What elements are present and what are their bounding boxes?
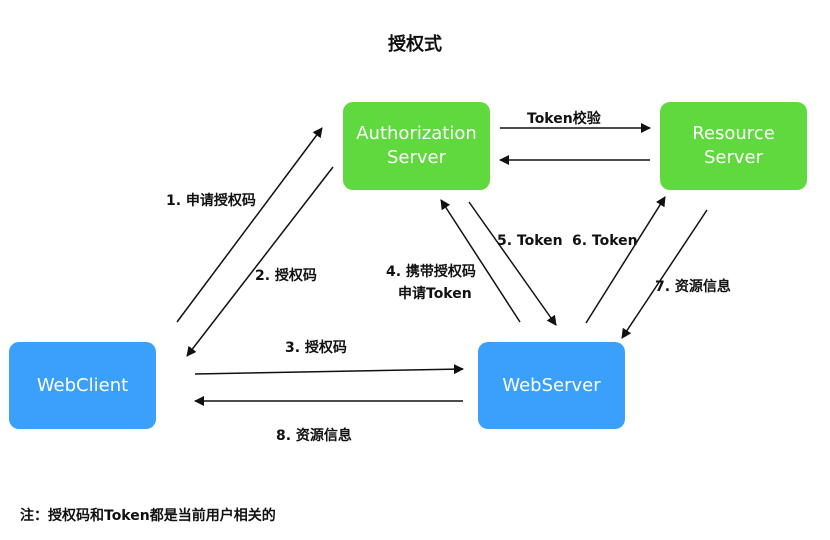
edge-6-arrow	[585, 196, 666, 324]
authorization-server-label-line1: Authorization	[356, 123, 477, 144]
edge-5-arrow	[468, 201, 557, 326]
edge-7-arrow	[621, 209, 708, 339]
diagram-title: 授权式	[388, 34, 442, 55]
webclient-node: WebClient	[9, 342, 156, 429]
edge-4-label-line2: 申请Token	[398, 286, 472, 302]
edge-8-label: 8. 资源信息	[276, 428, 352, 444]
authorization-server-node: Authorization Server	[343, 102, 490, 190]
edge-1-arrow	[176, 127, 323, 323]
footnote: 注：授权码和Token都是当前用户相关的	[20, 508, 276, 524]
edge-2-label: 2. 授权码	[255, 268, 317, 284]
edge-5-label: 5. Token	[497, 233, 563, 249]
edge-4-arrow	[440, 199, 521, 323]
resource-server-label-line1: Resource	[692, 123, 775, 144]
webserver-node: WebServer	[478, 342, 625, 429]
webclient-label: WebClient	[36, 374, 129, 396]
resource-server-label-line2: Server	[703, 147, 764, 168]
edge-3-arrow	[194, 364, 464, 375]
token-check-label: Token校验	[527, 111, 601, 127]
edge-7-label: 7. 资源信息	[655, 279, 731, 295]
resource-server-node: Resource Server	[660, 102, 807, 190]
edge-4-label-line1: 4. 携带授权码	[386, 264, 476, 280]
edge-1-label: 1. 申请授权码	[166, 193, 256, 209]
authorization-server-label-line2: Server	[386, 147, 447, 168]
edge-2-arrow	[186, 166, 334, 357]
webserver-label: WebServer	[502, 374, 601, 396]
edge-3-label: 3. 授权码	[285, 340, 347, 356]
edge-6-label: 6. Token	[572, 233, 638, 249]
